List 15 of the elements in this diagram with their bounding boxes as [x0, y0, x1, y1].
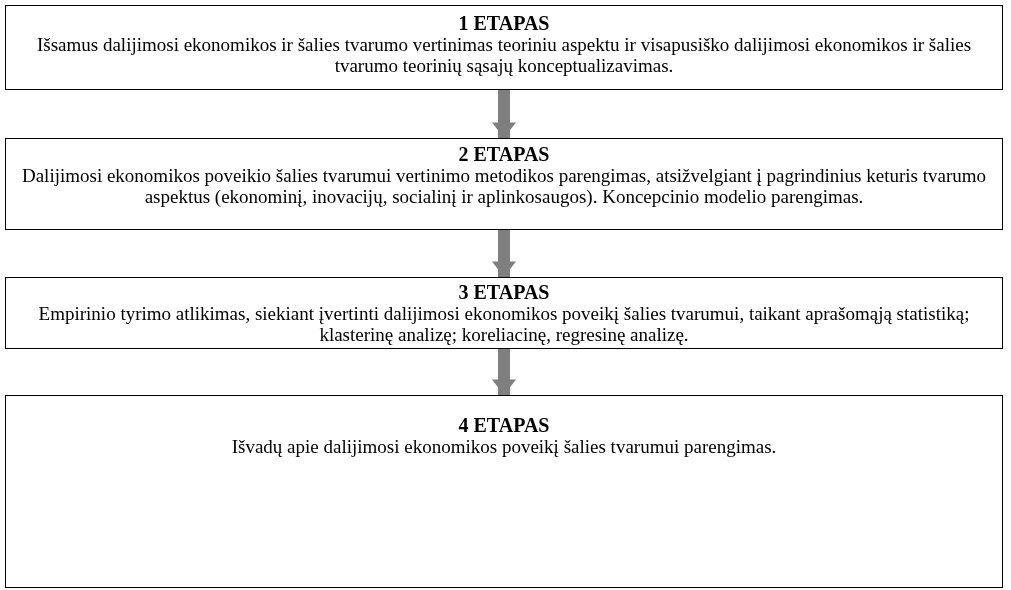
stage-heading: 2 ETAPAS — [458, 143, 550, 165]
stage-heading: 4 ETAPAS — [458, 414, 550, 436]
stage-heading: 3 ETAPAS — [458, 281, 550, 303]
stage-heading: 1 ETAPAS — [458, 12, 550, 34]
arrow — [492, 349, 516, 395]
stage-description: Dalijimosi ekonomikos poveikio šalies tvarumui vertinimo metodikos parengimas, atsižvelgiant į pagrindinius keturis tvarumo aspektus (ekonominį, inovacijų, socialinį ir aplinkosaugos). Koncepcinio modelio parengimas. — [20, 165, 988, 207]
stage-description: Empirinio tyrimo atlikimas, siekiant įvertinti dalijimosi ekonomikos poveikį šalies tvarumui, taikant aprašomąją statistiką; klasterinę analizę; koreliacinę, regresinę analizę. — [37, 303, 971, 345]
stage-box — [5, 277, 1003, 349]
stage-box — [5, 395, 1003, 588]
stage-description: Išsamus dalijimosi ekonomikos ir šalies tvarumo vertinimas teoriniu aspektu ir visapusiško dalijimosi ekonomikos ir šalies tvarumo teorinių sąsajų konceptualizavimas. — [35, 34, 973, 76]
stage-description: Išvadų apie dalijimosi ekonomikos poveikį šalies tvarumui parengimas. — [231, 436, 777, 457]
arrow — [492, 90, 516, 138]
stage-box — [5, 138, 1003, 230]
stage-box — [5, 5, 1003, 90]
arrow — [492, 230, 516, 277]
